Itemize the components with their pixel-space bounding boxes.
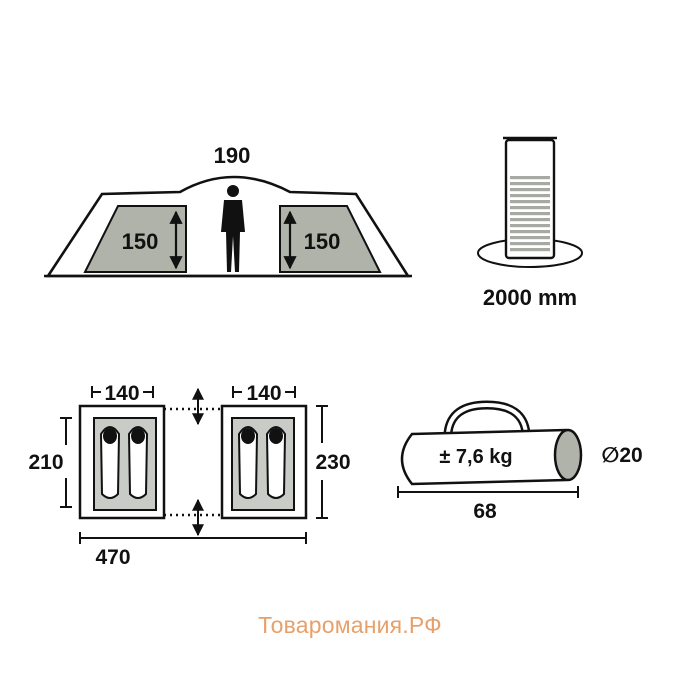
sleeping-bag-hood [269,428,283,444]
water-stripe [510,242,550,246]
sleeping-bag-icon [99,426,121,499]
center-height-label: 190 [214,143,251,168]
sleeping-bag-hood [131,428,145,444]
water-stripe [510,176,550,180]
bag-length-dim [397,486,579,498]
left-height-label: 150 [122,229,159,254]
total-length-label: 470 [95,546,130,569]
left-room-width-dim [91,386,154,398]
tent-side-profile: 190 150 150 [44,143,412,278]
bag-weight-label: ± 7,6 kg [439,446,512,468]
water-stripe [510,206,550,210]
water-stripe [510,194,550,198]
left-vestibule-panel [83,205,187,273]
total-length-dim [79,532,307,544]
bag-length-label: 68 [473,500,497,523]
sleeping-bags [99,426,287,499]
outer-depth-dim [316,405,328,519]
sleeping-bag-hood [241,428,255,444]
bag-handle-inner [446,402,528,435]
water-level-stripes [510,176,550,252]
right-vestibule-panel [279,205,382,273]
sleeping-bag-icon [265,426,287,499]
sleeping-bag-icon [237,426,259,499]
watermark-logo: Товаромания.РФ [258,612,442,638]
inner-depth-dim [60,417,72,508]
right-room-width-label: 140 [246,382,281,405]
water-column-icon: 2000 mm [477,136,583,310]
inner-depth-label: 210 [28,451,63,474]
water-stripe [510,212,550,216]
bag-handle [443,400,531,438]
bag-diameter-label: ∅20 [601,444,642,467]
water-stripe [510,248,550,252]
water-stripe [510,230,550,234]
left-room-width-label: 140 [104,382,139,405]
water-stripe [510,188,550,192]
person-icon [221,185,245,272]
carry-bag: ± 7,6 kg ∅20 68 [397,400,643,523]
water-stripe [510,218,550,222]
water-stripe [510,182,550,186]
water-stripe [510,200,550,204]
tent-floor-plan: 140 140 210 230 470 [28,382,350,569]
bag-end-cap [553,428,583,482]
right-height-label: 150 [304,229,341,254]
sleeping-bag-hood [103,428,117,444]
outer-depth-label: 230 [315,451,350,474]
water-stripe [510,224,550,228]
right-room-width-dim [232,386,296,398]
waterproof-rating: 2000 mm [483,285,577,310]
sleeping-bag-icon [127,426,149,499]
water-stripe [510,236,550,240]
